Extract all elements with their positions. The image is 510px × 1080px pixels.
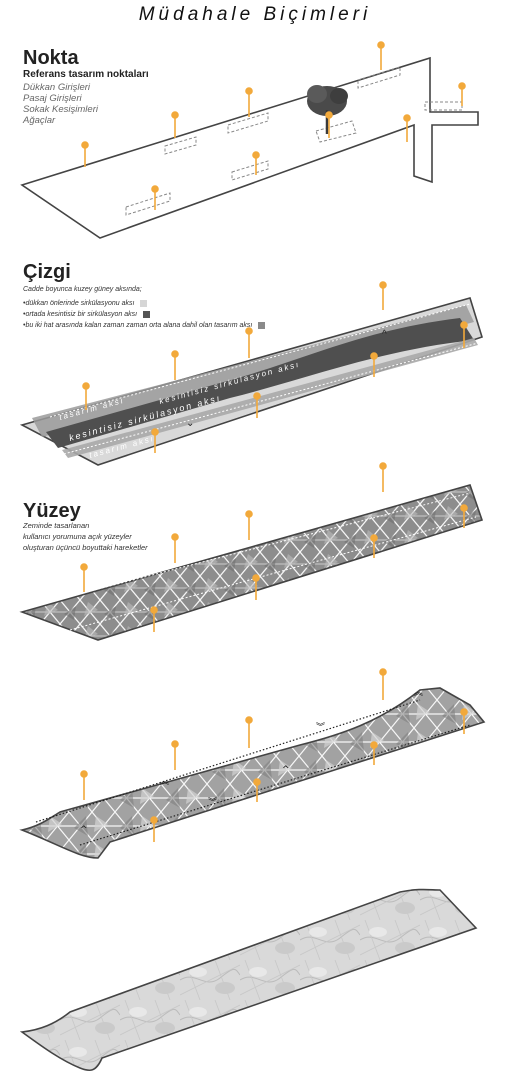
yuzey-title: Yüzey [23, 500, 81, 522]
chevron-up-icon-2: ︽ [414, 688, 423, 698]
cizgi-chevron-down-icon: ⌄ [186, 418, 194, 429]
deformed-markers [80, 668, 468, 842]
legend-item-shop-axis: •dükkan önlerinde sirkülasyonu aksı [23, 298, 265, 309]
cizgi-band: tasarım aksı kesintisiz sirkülasyon aksı… [19, 281, 483, 466]
nokta-list: Dükkan Girişleri Pasaj Girişleri Sokak K… [23, 82, 98, 126]
yuzey-desc: Zeminde tasarlanan kullanıcı yorumuna aç… [23, 520, 148, 553]
swatch-light [140, 300, 148, 307]
nokta-subtitle: Referans tasarım noktaları [23, 69, 149, 80]
nokta-markers [81, 41, 466, 210]
legend-item-circulation-axis: •ortada kesintisiz bir sirkülasyon aksı [23, 309, 265, 320]
legend-item-design-axis: •bu iki hat arasında kalan zaman zaman o… [23, 320, 266, 331]
chevron-up-icon-4: ^ [80, 825, 88, 835]
chevron-down-icon-1: ︾ [316, 722, 325, 733]
cizgi-intro: Cadde boyunca kuzey güney aksında; [23, 286, 142, 293]
legend-text-shop-axis: •dükkan önlerinde sirkülasyonu aksı [23, 300, 135, 307]
legend-text-design-axis: •bu iki hat arasında kalan zaman zaman o… [23, 322, 253, 329]
nokta-item-shop: Dükkan Girişleri [23, 82, 91, 93]
cizgi-chevron-up-icon: ^ [382, 329, 387, 340]
chevron-up-icon-3: ^ [282, 765, 290, 775]
cizgi-title: Çizgi [23, 261, 71, 283]
yuzey-surface [19, 462, 484, 641]
swatch-dark [143, 311, 151, 318]
nokta-item-intersection: Sokak Kesişimleri [23, 104, 98, 115]
legend-text-circulation-axis: •ortada kesintisiz bir sirkülasyon aksı [23, 311, 138, 318]
deformed-base [19, 687, 486, 859]
nokta-street-outline [20, 56, 479, 239]
deformed-surface: ︽ ︽ ︾ ︾ ^ ^ [19, 668, 486, 859]
yuzey-markers [80, 462, 468, 632]
nokta-item-passage: Pasaj Girişleri [23, 93, 82, 104]
yuzey-line-1: Zeminde tasarlanan [23, 521, 90, 530]
swatch-mid [258, 322, 266, 329]
cizgi-circulation-axis [46, 318, 474, 448]
chevron-up-icon-1: ︽ [160, 777, 169, 787]
nokta-plan [20, 41, 479, 239]
marble-base [19, 888, 478, 1072]
page-title: Müdahale Biçimleri [138, 4, 372, 25]
yuzey-base [19, 484, 484, 641]
nokta-title: Nokta [23, 47, 79, 69]
yuzey-line-2: kullanıcı yorumuna açık yüzeyler [23, 532, 132, 541]
yuzey-line-3: oluşturan üçüncü boyuttaki hareketler [23, 543, 148, 552]
cizgi-markers [82, 281, 468, 453]
marble-surface [19, 888, 478, 1072]
cizgi-legend: Cadde boyunca kuzey güney aksında; •dükk… [23, 284, 266, 331]
nokta-item-trees: Ağaçlar [23, 115, 56, 126]
chevron-down-icon-2: ︾ [208, 797, 217, 808]
tree-icon [307, 85, 348, 134]
